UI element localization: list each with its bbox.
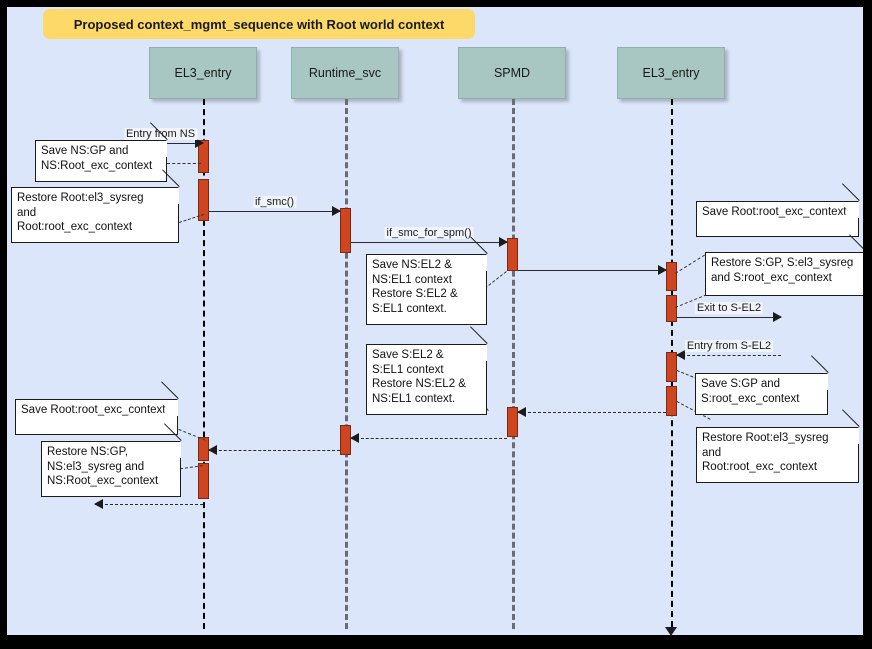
note-connector — [167, 163, 201, 164]
note-restore-root-1: Restore Root:el3_sysreg and Root:root_ex… — [11, 187, 179, 243]
message-line — [677, 317, 781, 318]
arrowhead-icon — [499, 237, 508, 247]
diagram-title: Proposed context_mgmt_sequence with Root… — [73, 16, 445, 32]
message-label: Exit to S-EL2 — [694, 302, 764, 314]
activation-bar — [340, 208, 351, 253]
message-label: if_smc() — [252, 196, 297, 208]
participant-label: EL3_entry — [174, 66, 232, 80]
activation-bar — [507, 407, 518, 437]
note-restore-s-gp: Restore S:GP, S:el3_sysreg and S:root_ex… — [705, 252, 863, 296]
arrowhead-icon — [208, 445, 217, 455]
note-save-s-el2: Save S:EL2 & S:EL1 context Restore NS:EL… — [366, 344, 487, 415]
message-line — [677, 355, 781, 356]
activation-bar — [198, 463, 209, 499]
message-line — [95, 504, 203, 505]
arrowhead-icon — [517, 407, 526, 417]
arrowhead-icon — [332, 206, 341, 216]
note-save-root-exc-1: Save Root:root_exc_context — [696, 201, 859, 237]
lifeline-spmd — [512, 99, 515, 629]
note-save-ns-gp: Save NS:GP and NS:Root_exc_context — [35, 140, 167, 182]
message-line — [518, 270, 666, 271]
activation-bar — [666, 386, 677, 416]
arrowhead-icon — [350, 433, 359, 443]
participant-el3-entry[interactable]: EL3_entry — [149, 47, 257, 99]
message-label: Entry from S-EL2 — [684, 340, 774, 352]
lifeline-runtime-svc — [345, 99, 348, 629]
note-save-s-gp: Save S:GP and S:root_exc_context — [695, 373, 828, 415]
participant-label: EL3_entry — [642, 66, 700, 80]
message-line — [351, 242, 507, 243]
participant-label: SPMD — [493, 66, 531, 80]
arrowhead-icon — [773, 312, 782, 322]
message-line — [209, 211, 340, 212]
sequence-diagram-canvas: Proposed context_mgmt_sequence with Root… — [6, 6, 864, 636]
activation-bar — [666, 352, 677, 382]
arrowhead-icon — [94, 499, 103, 509]
diagram-title-banner: Proposed context_mgmt_sequence with Root… — [43, 9, 475, 39]
message-line — [351, 438, 507, 439]
message-line — [518, 412, 666, 413]
activation-bar — [507, 238, 518, 271]
arrowhead-icon — [658, 265, 667, 275]
lifeline-el3-entry — [203, 99, 205, 629]
note-save-ns-el2: Save NS:EL2 & NS:EL1 context Restore S:E… — [366, 254, 487, 325]
arrowhead-icon — [676, 350, 685, 360]
lifeline-end-arrow-icon — [665, 627, 677, 635]
message-label: if_smc_for_spm() — [384, 227, 474, 239]
activation-bar — [198, 179, 209, 221]
note-restore-root-2: Restore Root:el3_sysreg and Root:root_ex… — [696, 427, 859, 483]
note-restore-ns-gp: Restore NS:GP, NS:el3_sysreg and NS:Root… — [41, 441, 181, 497]
note-save-root-exc-2: Save Root:root_exc_context — [15, 399, 178, 435]
participant-label: Runtime_svc — [308, 66, 382, 80]
arrowhead-icon — [195, 138, 204, 148]
participant-el3-entry-2[interactable]: EL3_entry — [617, 47, 725, 99]
message-line — [209, 450, 340, 451]
activation-bar — [666, 262, 677, 291]
activation-bar — [666, 295, 677, 322]
participant-spmd[interactable]: SPMD — [458, 47, 566, 99]
participant-runtime-svc[interactable]: Runtime_svc — [291, 47, 399, 99]
